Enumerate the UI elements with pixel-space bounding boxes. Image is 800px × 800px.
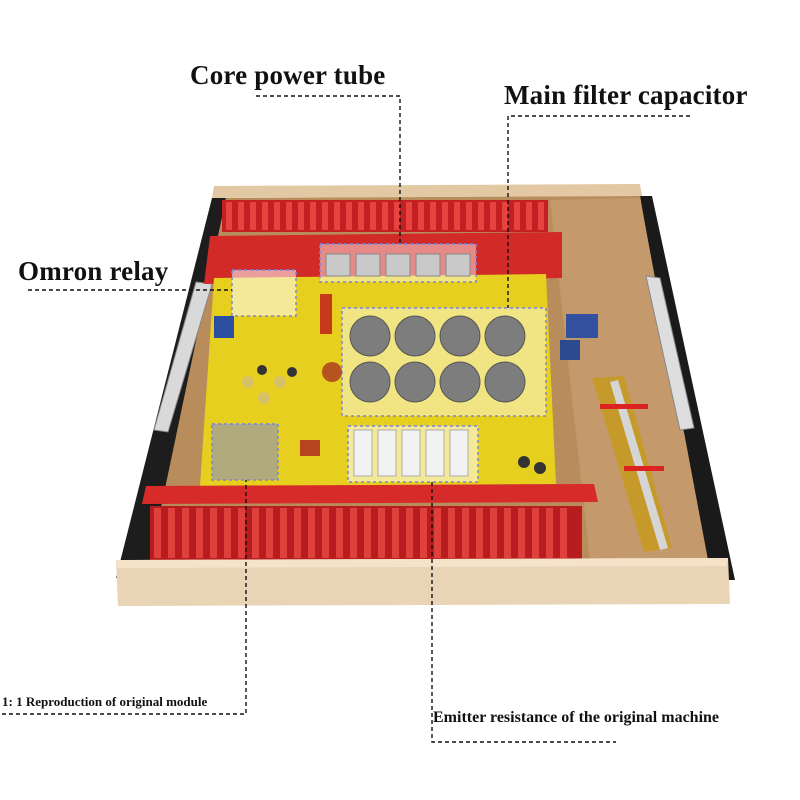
label-emitter-resistance: Emitter resistance of the original machi… <box>433 709 720 726</box>
chassis-back-edge <box>212 184 642 198</box>
chassis-right-wall <box>640 196 735 580</box>
emitter-resistors <box>353 429 469 477</box>
right-rail <box>645 275 695 431</box>
filter-capacitors <box>349 315 526 403</box>
leader-main-filter-capacitor <box>507 115 690 308</box>
label-omron-relay: Omron relay <box>18 256 169 286</box>
leader-lines <box>2 95 690 743</box>
front-heatsink <box>142 484 598 560</box>
chassis-floor-right <box>550 198 708 560</box>
power-board-bracket <box>610 380 668 550</box>
relay-highlight <box>231 269 297 317</box>
power-board-wire-2 <box>624 466 664 471</box>
power-board-wire-1 <box>600 404 648 409</box>
label-main-filter-capacitor: Main filter capacitor <box>504 80 748 110</box>
label-core-power-tube: Core power tube <box>190 60 386 90</box>
leader-core-power-tube <box>256 95 401 244</box>
front-faceplate-top <box>116 558 728 568</box>
leader-emitter <box>431 482 616 743</box>
power-tubes <box>325 253 471 277</box>
small-components <box>214 294 598 474</box>
module-highlight <box>211 423 279 481</box>
front-faceplate <box>116 558 730 606</box>
leader-module <box>2 480 247 715</box>
label-module-reproduction: 1: 1 Reproduction of original module <box>2 694 208 709</box>
